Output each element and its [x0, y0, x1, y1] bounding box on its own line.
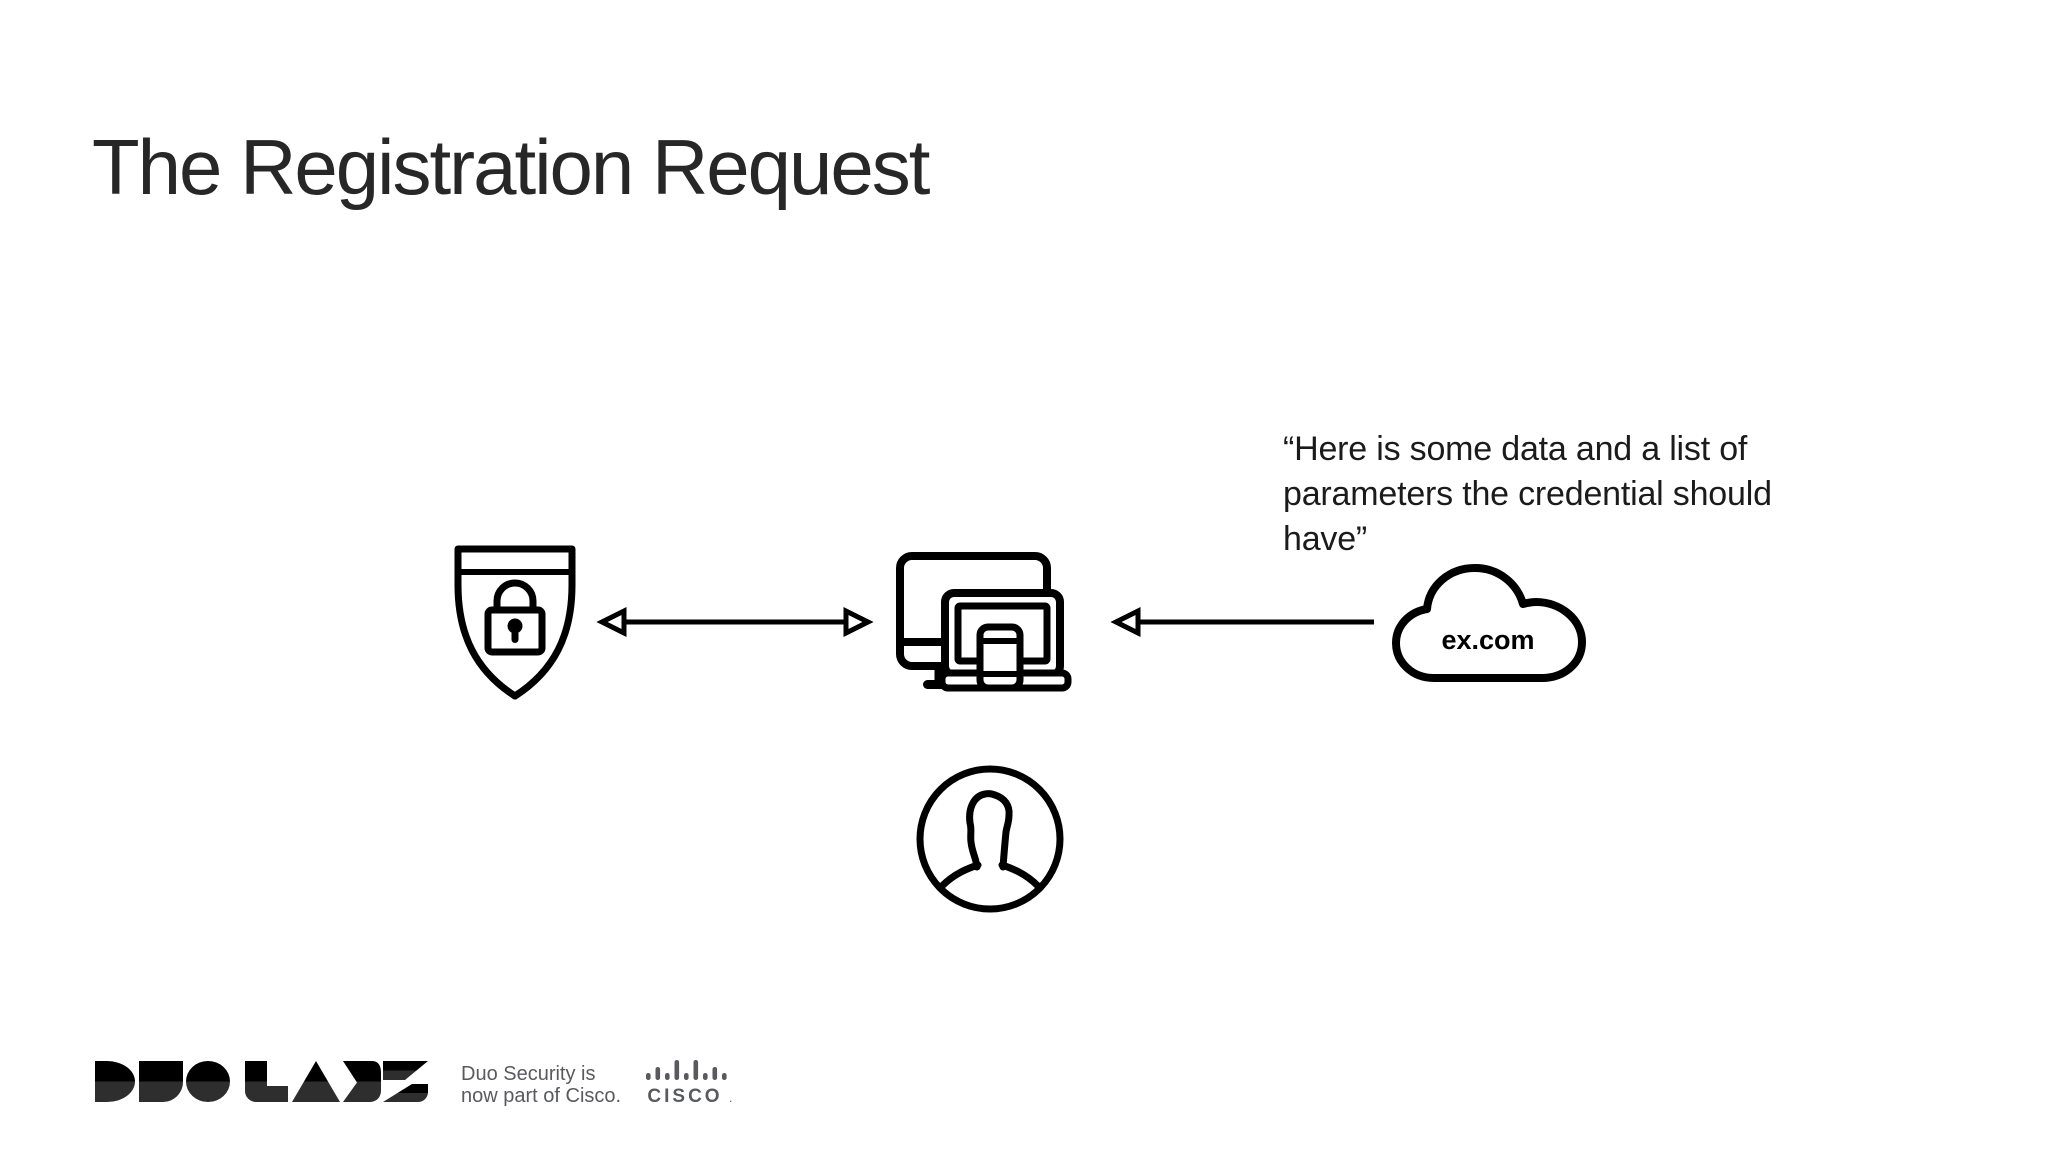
user-icon [916, 765, 1064, 913]
page-title: The Registration Request [92, 123, 930, 211]
devices-icon [896, 552, 1072, 692]
annotation-quote: “Here is some data and a list of paramet… [1283, 430, 1772, 558]
cisco-bars-icon [646, 1060, 727, 1080]
duo-labs-logo-text: DUO LABS [0, 0, 1, 1]
left-arrow-icon [1110, 606, 1374, 638]
footer-tagline-line1: Duo Security is [461, 1063, 596, 1085]
footer-tagline: Duo Security is now part of Cisco. [461, 1063, 622, 1107]
bidirectional-arrow-icon [596, 606, 874, 638]
cloud-icon: ex.com [1392, 564, 1586, 682]
footer-tagline-line2: now part of Cisco. [461, 1084, 622, 1107]
cisco-logo: CISCO . [646, 1060, 732, 1107]
cisco-wordmark: CISCO [647, 1086, 722, 1107]
cisco-trademark-dot: . [729, 1091, 732, 1105]
shield-lock-icon [454, 545, 576, 700]
duo-labs-logo [95, 1061, 428, 1102]
cloud-label: ex.com [1441, 625, 1534, 655]
